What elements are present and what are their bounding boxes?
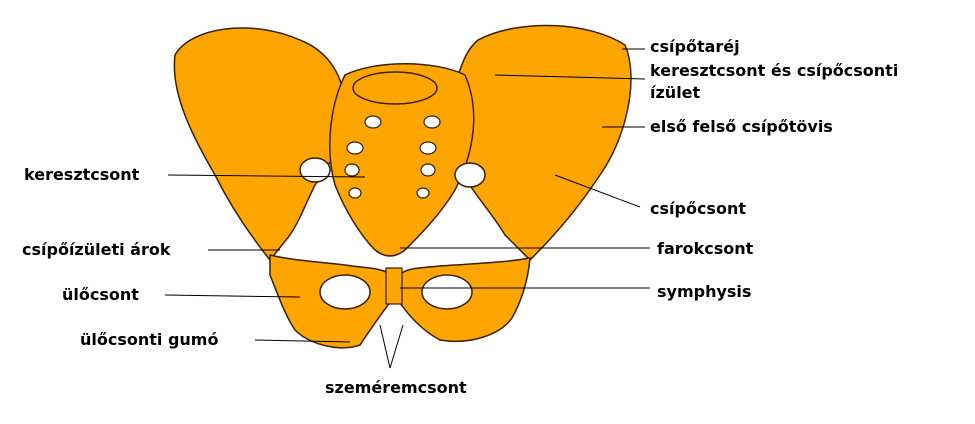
leader-pubis-left — [380, 325, 390, 368]
right-ilium — [448, 25, 630, 260]
pelvic-inlet-left — [300, 158, 330, 182]
label-si-joint-line1: keresztcsont és csípőcsonti — [650, 61, 898, 81]
sacral-foramen — [365, 116, 381, 128]
label-tuberosity: ülőcsonti gumó — [80, 330, 218, 350]
label-crest: csípőtaréj — [650, 37, 740, 57]
left-obturator-foramen — [320, 275, 370, 309]
sacral-foramen — [424, 116, 440, 128]
leader-pubis-right — [390, 325, 403, 368]
pelvic-inlet-right — [455, 163, 485, 187]
label-asis: első felső csípőtövis — [650, 117, 833, 137]
sacral-promontory — [353, 72, 437, 104]
sacral-foramen — [345, 164, 359, 176]
right-obturator-foramen — [422, 275, 472, 309]
label-sacrum: keresztcsont — [24, 165, 139, 185]
sacral-foramen — [349, 188, 361, 198]
left-ilium — [174, 28, 345, 260]
label-ilium: csípőcsont — [650, 199, 746, 219]
label-coccyx: farokcsont — [657, 239, 753, 259]
label-pubis: szeméremcsont — [325, 378, 467, 398]
label-si-joint-line2: ízület — [650, 83, 700, 103]
label-ischium: ülőcsont — [62, 285, 139, 305]
label-symphysis: symphysis — [657, 282, 751, 302]
pubic-symphysis — [386, 268, 402, 304]
sacral-foramen — [417, 188, 429, 198]
sacral-foramen — [421, 164, 435, 176]
sacral-foramen — [347, 142, 363, 154]
sacral-foramen — [420, 142, 436, 154]
label-acetabulum: csípőízületi árok — [22, 240, 170, 260]
